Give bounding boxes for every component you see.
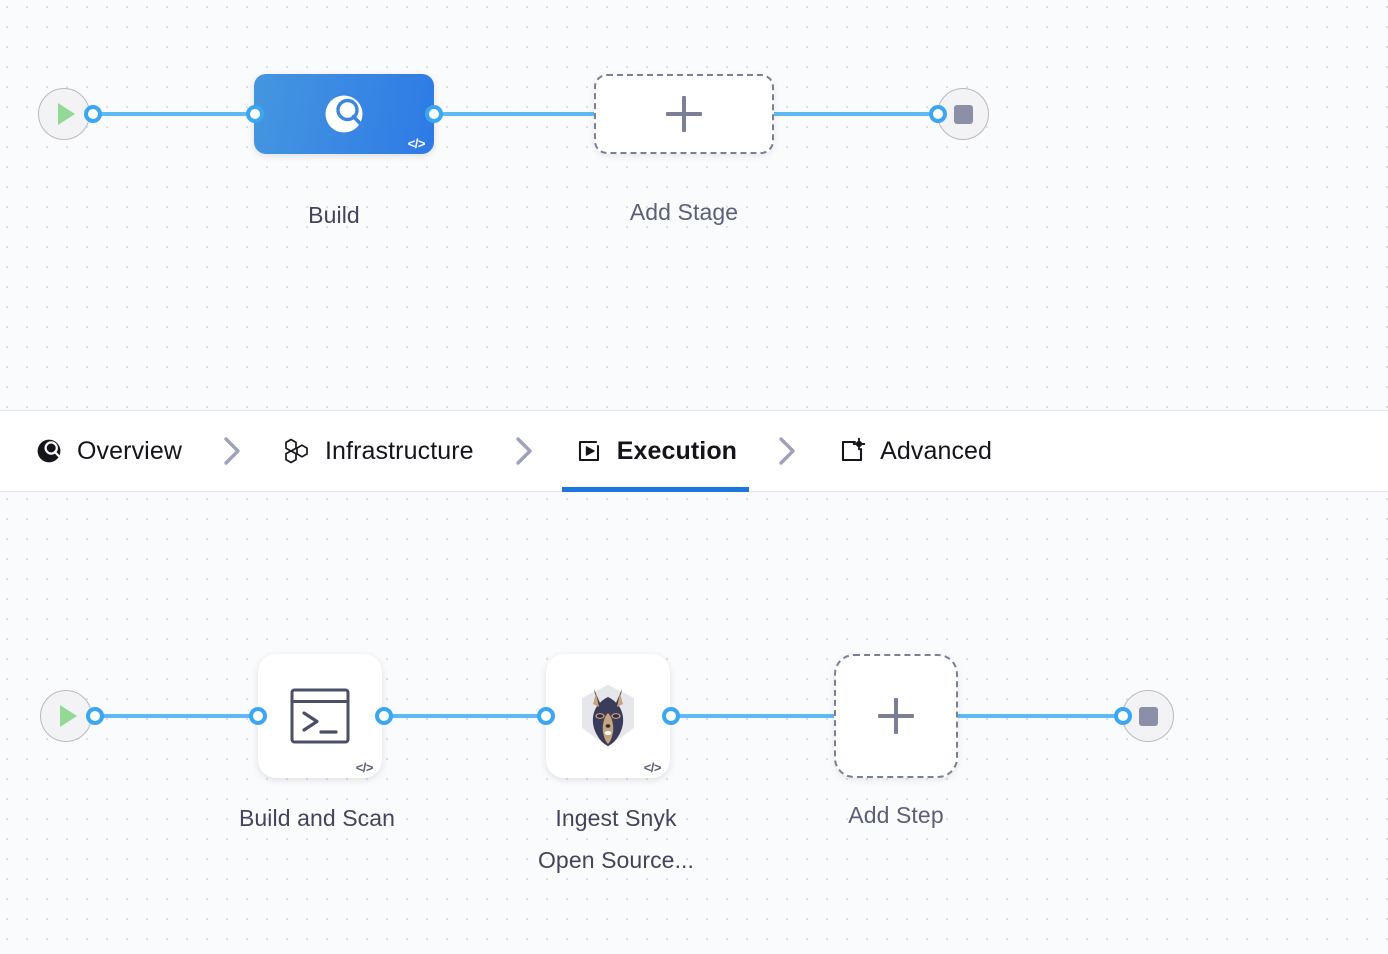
tab-overview[interactable]: Overview [30, 410, 186, 492]
step-node-ingest-snyk[interactable]: </> [546, 654, 670, 778]
step-canvas[interactable]: </> [0, 492, 1388, 954]
add-step-node[interactable] [834, 654, 958, 778]
advanced-icon [837, 436, 867, 466]
chevron-right-icon-3 [741, 410, 833, 492]
port-buildscan-out[interactable] [375, 707, 393, 725]
pipeline-start-node[interactable] [38, 88, 90, 140]
port-snyk-in[interactable] [537, 707, 555, 725]
wire-start-to-buildscan [92, 714, 264, 718]
tab-overview-label: Overview [77, 436, 182, 465]
tab-advanced[interactable]: Advanced [833, 410, 996, 492]
port-buildscan-in[interactable] [249, 707, 267, 725]
port-snyk-out[interactable] [662, 707, 680, 725]
build-scan-icon [325, 95, 365, 133]
code-badge: </> [643, 760, 662, 775]
chevron-right-icon-2 [478, 410, 570, 492]
code-badge: </> [355, 760, 374, 775]
plus-icon [664, 94, 704, 134]
step-config-tabbar: Overview Infrastructure [0, 410, 1388, 492]
execution-icon [574, 436, 604, 466]
stop-icon [953, 104, 973, 124]
execution-start-node[interactable] [40, 690, 92, 742]
stage-canvas[interactable]: </> Build Add Stage [0, 0, 1388, 410]
tab-execution[interactable]: Execution [561, 410, 750, 492]
stage-node-build[interactable]: </> [254, 74, 434, 154]
tab-advanced-label: Advanced [880, 436, 993, 465]
stop-icon [1138, 706, 1158, 726]
wire-addstep-to-end [954, 714, 1132, 718]
terminal-icon [290, 688, 350, 744]
wire-build-to-addstage [430, 112, 602, 116]
add-stage-node[interactable] [594, 74, 774, 154]
code-badge: </> [407, 136, 426, 151]
chevron-right-icon-1 [186, 410, 278, 492]
port-end-in[interactable] [929, 105, 947, 123]
wire-start-to-build [90, 112, 260, 116]
tab-execution-label: Execution [616, 436, 738, 465]
overview-icon [34, 436, 64, 466]
snyk-logo-icon [582, 685, 634, 747]
port-exec-start-out[interactable] [86, 707, 104, 725]
play-icon [60, 705, 77, 727]
play-icon [58, 103, 75, 125]
wire-addstage-to-end [766, 112, 942, 116]
port-build-out[interactable] [425, 105, 443, 123]
port-start-out[interactable] [84, 105, 102, 123]
infrastructure-icon [282, 436, 312, 466]
port-build-in[interactable] [246, 105, 264, 123]
port-exec-end-in[interactable] [1114, 707, 1132, 725]
plus-icon [876, 696, 916, 736]
wire-snyk-to-addstep [666, 714, 838, 718]
step-label-build-and-scan: Build and Scan [238, 805, 396, 831]
stage-label-add-stage: Add Stage [629, 199, 739, 225]
tab-infrastructure[interactable]: Infrastructure [278, 410, 478, 492]
step-node-build-and-scan[interactable]: </> [258, 654, 382, 778]
step-label-add-step: Add Step [848, 802, 944, 828]
wire-buildscan-to-snyk [380, 714, 552, 718]
stage-label-build: Build [308, 202, 360, 228]
tab-infrastructure-label: Infrastructure [325, 436, 474, 465]
step-label-ingest-snyk: Ingest Snyk Open Source... [537, 805, 695, 873]
